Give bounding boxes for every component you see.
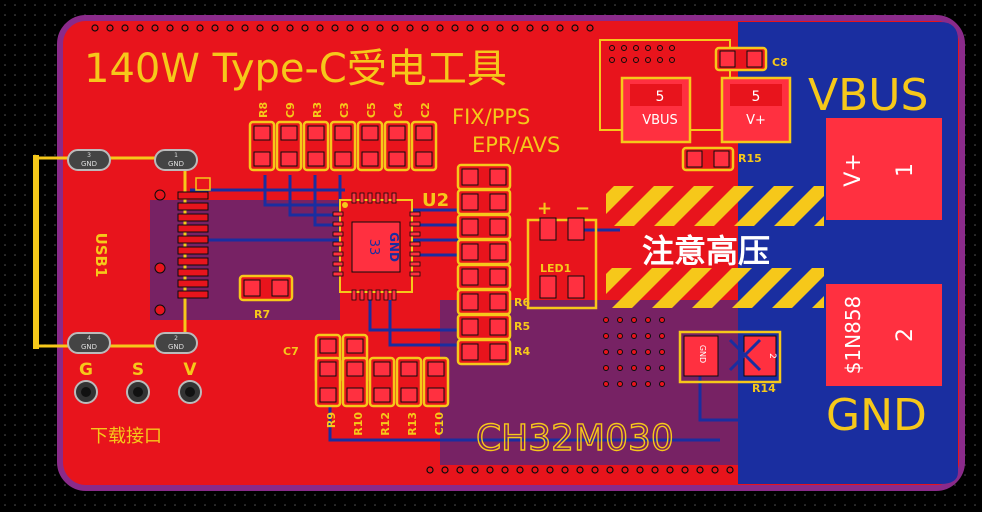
usb-pin-net: GND <box>81 160 97 168</box>
mosfet-pin: 5 <box>752 89 761 105</box>
usb-pin-4: 4 GND <box>67 332 111 354</box>
mosfet-net: V+ <box>746 113 766 128</box>
ref-led1: LED1 <box>540 262 571 275</box>
terminal-pin: 1 <box>893 163 918 177</box>
capacitor-c8: C8 <box>714 46 788 72</box>
download-label: 下载接口 <box>90 426 162 447</box>
download-header: G S V 下载接口 <box>74 360 202 447</box>
ref-c9: C9 <box>284 102 297 118</box>
usb-pin-number: 1 <box>174 152 178 159</box>
ref-r13: R13 <box>406 412 419 436</box>
ref-c4: C4 <box>392 102 405 118</box>
vbus-label: VBUS <box>808 70 928 121</box>
usb-pin-number: 2 <box>174 335 178 342</box>
ref-r7: R7 <box>254 308 270 321</box>
header-pin-label: V <box>183 360 197 380</box>
ref-r14: R14 <box>752 382 776 395</box>
ref-c8: C8 <box>772 56 788 69</box>
usb-pin-net: GND <box>81 343 97 351</box>
mosfet-pin: 5 <box>656 89 665 105</box>
usb-ref-label: USB1 <box>92 233 110 278</box>
terminal-net: $1N858 <box>841 296 865 375</box>
ref-r8: R8 <box>257 102 270 118</box>
ref-r4: R4 <box>514 345 530 358</box>
ref-r12: R12 <box>379 412 392 436</box>
usb-connector: 3 GND 1 GND 4 GND 2 GND USB1 <box>33 149 211 354</box>
terminal-vplus: V+ 1 <box>826 118 942 220</box>
ref-c2: C2 <box>419 102 432 118</box>
header-pin-label: S <box>132 360 144 380</box>
usb-pin-net: GND <box>168 343 184 351</box>
resistor-r7: R7 <box>238 274 294 321</box>
led-led1: + − LED1 <box>526 198 598 310</box>
ic-pad-label-a: 33 <box>366 239 381 256</box>
warning-label: 注意高压 <box>642 232 770 270</box>
high-voltage-warning: 注意高压 <box>606 186 824 308</box>
ref-c3: C3 <box>338 102 351 118</box>
ref-u2: U2 <box>422 190 449 211</box>
terminal-pin: 2 <box>893 328 918 342</box>
mosfet-vplus: 5 V+ <box>720 76 792 144</box>
header-pin-s: S <box>126 360 150 404</box>
header-pin-label: G <box>79 360 93 380</box>
usb-pin-number: 3 <box>87 152 91 159</box>
usb-pin-net: GND <box>168 160 184 168</box>
ref-c5: C5 <box>365 102 378 118</box>
modes-line-2: EPR/AVS <box>472 133 560 157</box>
top-passives: R8 C9 R3 C3 C5 C4 C2 <box>248 102 438 172</box>
header-pin-v: V <box>178 360 202 404</box>
resistor-r15: R15 <box>681 146 762 172</box>
small-device-r14: GND 2 R14 <box>678 330 782 395</box>
ref-r10: R10 <box>352 412 365 436</box>
usb-pin-2: 2 GND <box>154 332 198 354</box>
svg-text:−: − <box>575 198 590 219</box>
mosfet-net: VBUS <box>642 113 678 128</box>
small-part-net: GND <box>698 345 707 363</box>
usb-pin-1: 1 GND <box>154 149 198 171</box>
ref-r15: R15 <box>738 152 762 165</box>
mosfet-vbus: 5 VBUS <box>620 76 692 144</box>
terminal-net: V+ <box>841 153 866 186</box>
ref-r6: R6 <box>514 296 530 309</box>
ref-r9: R9 <box>325 412 338 428</box>
bottom-passives: R9 R10 R12 R13 C10 <box>314 333 450 436</box>
usb-pin-3: 3 GND <box>67 149 111 171</box>
gnd-label: GND <box>826 390 927 441</box>
mcu-name-label: CH32M030 <box>476 418 674 459</box>
terminal-gnd: $1N858 2 <box>826 284 942 386</box>
header-pin-g: G <box>74 360 98 404</box>
usb-pin-number: 4 <box>87 335 91 342</box>
board-title: 140W Type-C受电工具 <box>84 46 507 92</box>
ic-pad-label-b: GND <box>387 232 401 262</box>
ref-r5: R5 <box>514 320 530 333</box>
ref-r3: R3 <box>311 102 324 118</box>
svg-text:+: + <box>537 198 552 219</box>
mcu-ic: 33 GND U2 <box>332 190 449 301</box>
modes-line-1: FIX/PPS <box>452 105 530 129</box>
ref-c7: C7 <box>283 345 299 358</box>
ref-c10: C10 <box>433 412 446 436</box>
right-resistor-column: R6 R5 R4 <box>456 163 530 366</box>
small-part-pin: 2 <box>767 353 777 359</box>
